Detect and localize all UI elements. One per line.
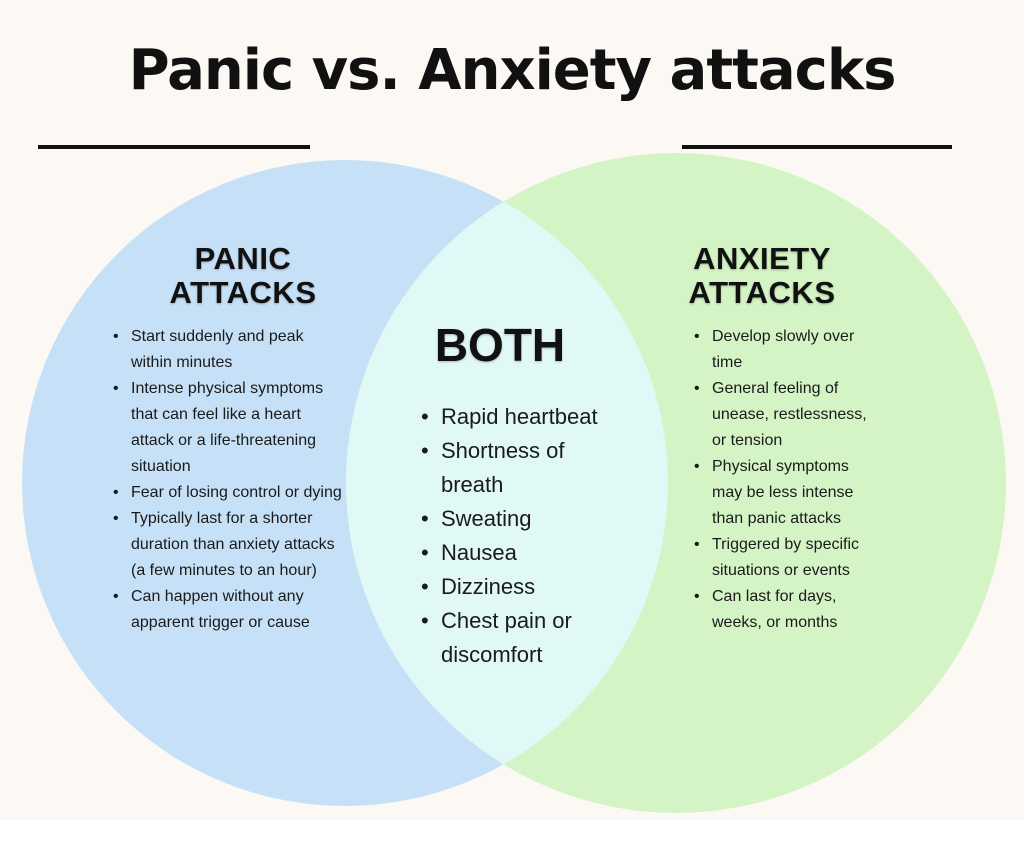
list-item: Can happen without any apparent trigger … (113, 584, 343, 636)
both-heading: BOTH (434, 319, 566, 371)
list-item: Intense physical symptoms that can feel … (113, 376, 343, 480)
anxiety-heading-line1: ANXIETY (693, 241, 831, 276)
list-item: Sweating (421, 502, 621, 536)
right-divider (682, 145, 952, 149)
list-item: Fear of losing control or dying (113, 480, 343, 506)
anxiety-heading: ANXIETY ATTACKS (662, 242, 862, 310)
list-item: Triggered by specific situations or even… (694, 532, 869, 584)
list-item: Nausea (421, 536, 621, 570)
anxiety-heading-line2: ATTACKS (688, 275, 836, 310)
panic-heading: PANIC ATTACKS (143, 242, 343, 310)
list-item: Can last for days, weeks, or months (694, 584, 869, 636)
list-item: General feeling of unease, restlessness,… (694, 376, 869, 454)
list-item: Chest pain or discomfort (421, 604, 621, 672)
anxiety-list: Develop slowly over timeGeneral feeling … (694, 324, 869, 636)
list-item: Physical symptoms may be less intense th… (694, 454, 869, 532)
list-item: Start suddenly and peak within minutes (113, 324, 343, 376)
list-item: Dizziness (421, 570, 621, 604)
list-item: Develop slowly over time (694, 324, 869, 376)
list-item: Rapid heartbeat (421, 400, 621, 434)
panic-heading-line2: ATTACKS (169, 275, 317, 310)
list-item: Typically last for a shorter duration th… (113, 506, 343, 584)
list-item: Shortness of breath (421, 434, 621, 502)
panic-list: Start suddenly and peak within minutesIn… (113, 324, 343, 636)
panic-heading-line1: PANIC (194, 241, 292, 276)
page-title: Panic vs. Anxiety attacks (128, 38, 897, 103)
both-list: Rapid heartbeatShortness of breathSweati… (421, 400, 621, 672)
left-divider (38, 145, 310, 149)
